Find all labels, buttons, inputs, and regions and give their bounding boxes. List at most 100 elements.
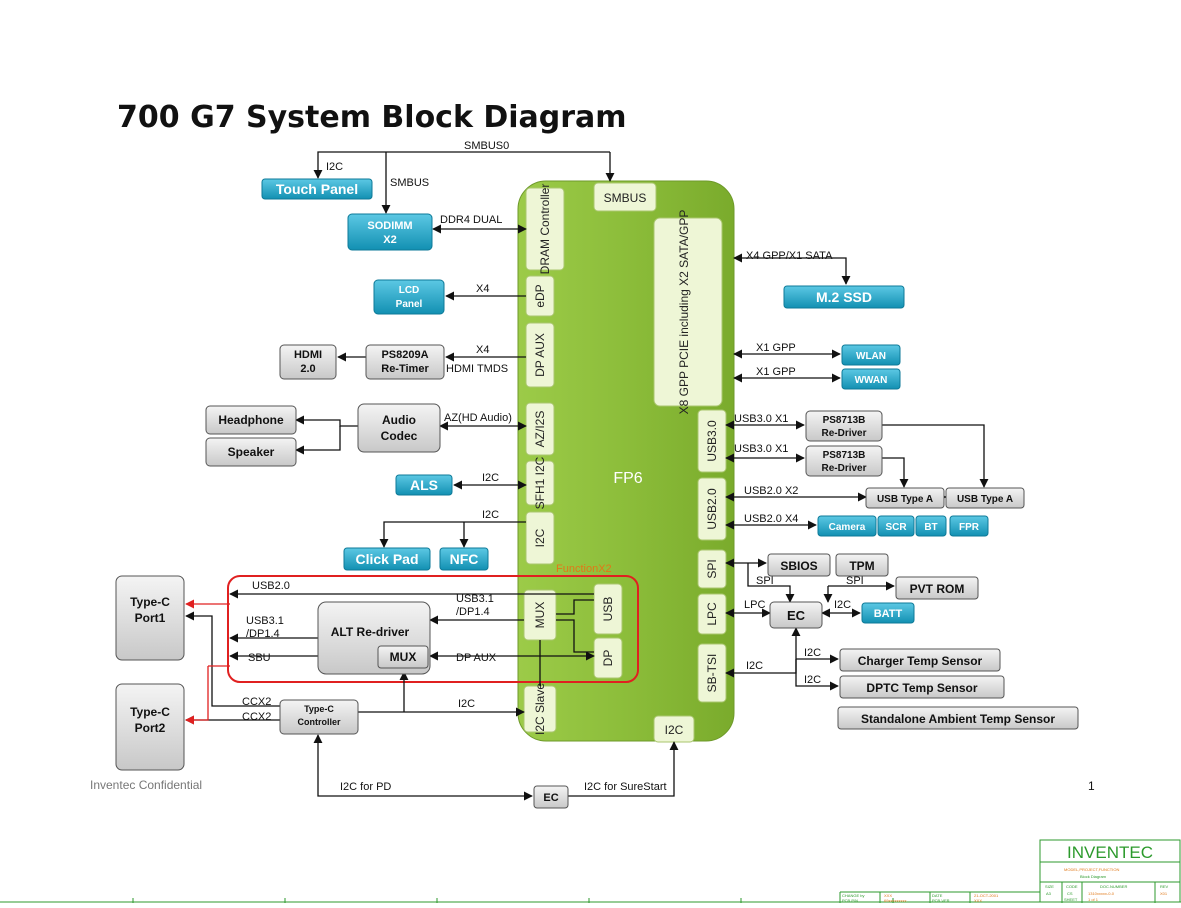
alt-redriver-label: ALT Re-driver (331, 625, 410, 639)
usb-a1-label: USB Type A (877, 494, 933, 505)
sbios-label: SBIOS (780, 559, 817, 573)
tb-rev: REV (1160, 884, 1169, 889)
sodimm-box (347, 213, 433, 251)
tb-doc-v: 1310xxxxx-0-0 (1088, 891, 1115, 896)
port-usb20 (697, 477, 727, 541)
touch-panel-box (261, 178, 373, 200)
label-sbu: SBU (248, 652, 271, 664)
tb-rev-v: X01 (1160, 891, 1168, 896)
connection-labels: SMBUS0 I2C SMBUS DDR4 DUAL X4 X4 HDMI TM… (242, 140, 864, 793)
nfc-label: NFC (450, 551, 479, 567)
connections (185, 151, 989, 801)
sbios-box (767, 553, 831, 577)
functionx2-frame (227, 575, 639, 683)
label-x4gpp: X4 GPP/X1 SATA (746, 250, 833, 262)
port-azi2s-label: AZ/I2S (533, 411, 547, 448)
label-az-hd: AZ(HD Audio) (444, 412, 512, 424)
tb-size: SIZE (1045, 884, 1054, 889)
m2-ssd-box (783, 285, 905, 309)
label-usb20-x4: USB2.0 X4 (744, 513, 798, 525)
label-x1gpp-b: X1 GPP (756, 366, 796, 378)
tb-change-v: XXX (884, 893, 892, 898)
port-usb-inner-label: USB (601, 597, 615, 622)
pcie-label: X8 GPP PCIE including X2 SATA/GPP (677, 210, 691, 415)
label-i2c-als: I2C (482, 472, 499, 484)
charger-temp-box (839, 648, 1001, 672)
port-spi (697, 549, 727, 589)
tb-sheet-v: 1 of 1 (1088, 897, 1099, 902)
port-dpaux-label: DP AUX (533, 333, 547, 377)
alt-mux-box (377, 645, 429, 669)
label-x4-hdmi: X4 (476, 344, 489, 356)
charger-temp-label: Charger Temp Sensor (858, 654, 983, 668)
label-lpc: LPC (744, 599, 765, 611)
port-usb-inner (593, 583, 623, 635)
redriver1-box (805, 410, 883, 442)
audio-codec-box (357, 403, 441, 453)
label-i2c-batt: I2C (834, 599, 851, 611)
camera-label: Camera (829, 522, 866, 533)
scr-label: SCR (885, 522, 907, 533)
label-usb30-x1-b: USB3.0 X1 (734, 443, 788, 455)
tb-pcbpn: PCB P/N (842, 898, 858, 903)
speaker-box (205, 437, 297, 467)
page-number: 1 (1088, 779, 1095, 793)
wwan-box (841, 368, 901, 390)
typec-ctrl-box (279, 699, 359, 735)
batt-box (861, 602, 915, 624)
port-usb20-label: USB2.0 (705, 488, 719, 530)
m2-ssd-label: M.2 SSD (816, 289, 872, 305)
port-i2c-slave-label: I2C Slave (533, 683, 547, 735)
pcie-block (653, 217, 723, 407)
batt-label: BATT (874, 608, 903, 620)
red-connections (185, 599, 230, 725)
label-dp-aux: DP AUX (456, 652, 497, 664)
port-spi-label: SPI (705, 559, 719, 578)
ec-bottom-box (533, 785, 569, 809)
tb-pcbver: PCB VER (932, 898, 950, 903)
label-ccx2-a: CCX2 (242, 696, 271, 708)
click-pad-box (343, 547, 431, 571)
label-i2c-slave: I2C (458, 698, 475, 710)
als-label: ALS (410, 477, 438, 493)
soc-label: FP6 (613, 470, 642, 487)
label-ddr4: DDR4 DUAL (440, 214, 502, 226)
soc-port-smbus (593, 182, 657, 212)
tb-model: MODEL,PROJECT,FUNCTION (1064, 867, 1119, 872)
tb-pcbpn-v: 69xxxxxxxxx (884, 898, 906, 903)
label-spi-b: SPI (846, 575, 864, 587)
tb-pcbver-v: XXX (974, 898, 982, 903)
als-box (395, 474, 453, 496)
speaker-label: Speaker (228, 445, 275, 459)
tb-date: DATE (932, 893, 943, 898)
port-mux-label: MUX (533, 602, 547, 629)
label-x4-edp: X4 (476, 283, 489, 295)
tb-code: CODE (1066, 884, 1078, 889)
ambient-temp-box (837, 706, 1079, 730)
label-usb20-left: USB2.0 (252, 580, 290, 592)
retimer-box (365, 344, 445, 380)
tb-code-v: CS (1067, 891, 1073, 896)
port-dram-label: DRAM Controller (538, 184, 552, 275)
tb-title: Block Diagram (1080, 874, 1107, 879)
usb-a2-box (945, 487, 1025, 509)
company-name: INVENTEC (1067, 843, 1153, 862)
hdmi-box (279, 344, 337, 380)
port-usb30 (697, 409, 727, 473)
pvt-rom-label: PVT ROM (910, 582, 965, 596)
label-smbus0: SMBUS0 (464, 140, 509, 152)
ec-box (769, 601, 823, 629)
soc-ports-left: DRAM Controller eDP DP AUX AZ/I2S SFH1 I… (523, 184, 565, 735)
smbus-port-label: SMBUS (604, 191, 647, 205)
usb-a1-box (865, 487, 945, 509)
tb-size-v: A3 (1046, 891, 1052, 896)
alt-mux-label: MUX (390, 650, 417, 664)
functionx2-label: FunctionX2 (556, 563, 612, 575)
